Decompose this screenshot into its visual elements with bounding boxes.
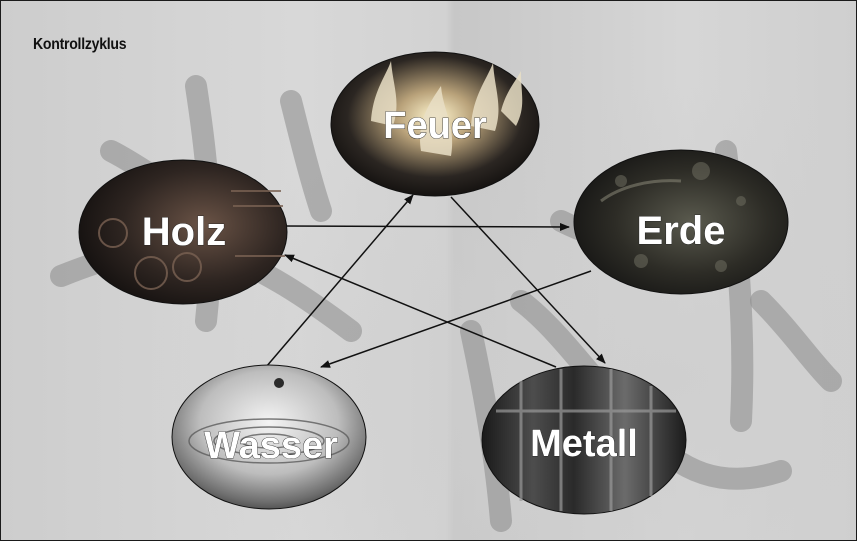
node-label-holz: Holz — [142, 210, 226, 254]
node-label-metall: Metall — [530, 423, 638, 465]
arrow-feuer-to-metall — [450, 196, 606, 364]
soil-texture-icon — [600, 162, 746, 272]
arrow-erde-to-wasser — [320, 270, 592, 368]
industrial-steel-icon — [496, 369, 676, 511]
node-label-wasser: Wasser — [204, 425, 338, 467]
node-label-feuer: Feuer — [383, 105, 487, 147]
arrow-metall-to-holz — [284, 254, 557, 368]
node-feuer: Feuer — [330, 51, 540, 197]
water-drop-icon — [188, 418, 350, 464]
water-droplet-icon — [274, 378, 284, 388]
wood-logs-icon — [98, 190, 285, 290]
cycle-arrows — [265, 194, 606, 368]
node-wasser: Wasser — [171, 364, 367, 510]
node-label-erde: Erde — [637, 209, 726, 253]
arrow-wasser-to-feuer — [265, 194, 414, 368]
node-metall: Metall — [481, 365, 687, 515]
diagram-title: Kontrollzyklus — [33, 36, 127, 53]
node-erde: Erde — [573, 149, 789, 295]
node-holz: Holz — [78, 159, 288, 305]
flame-image-icon — [371, 61, 523, 156]
arrow-holz-to-erde — [282, 222, 570, 231]
